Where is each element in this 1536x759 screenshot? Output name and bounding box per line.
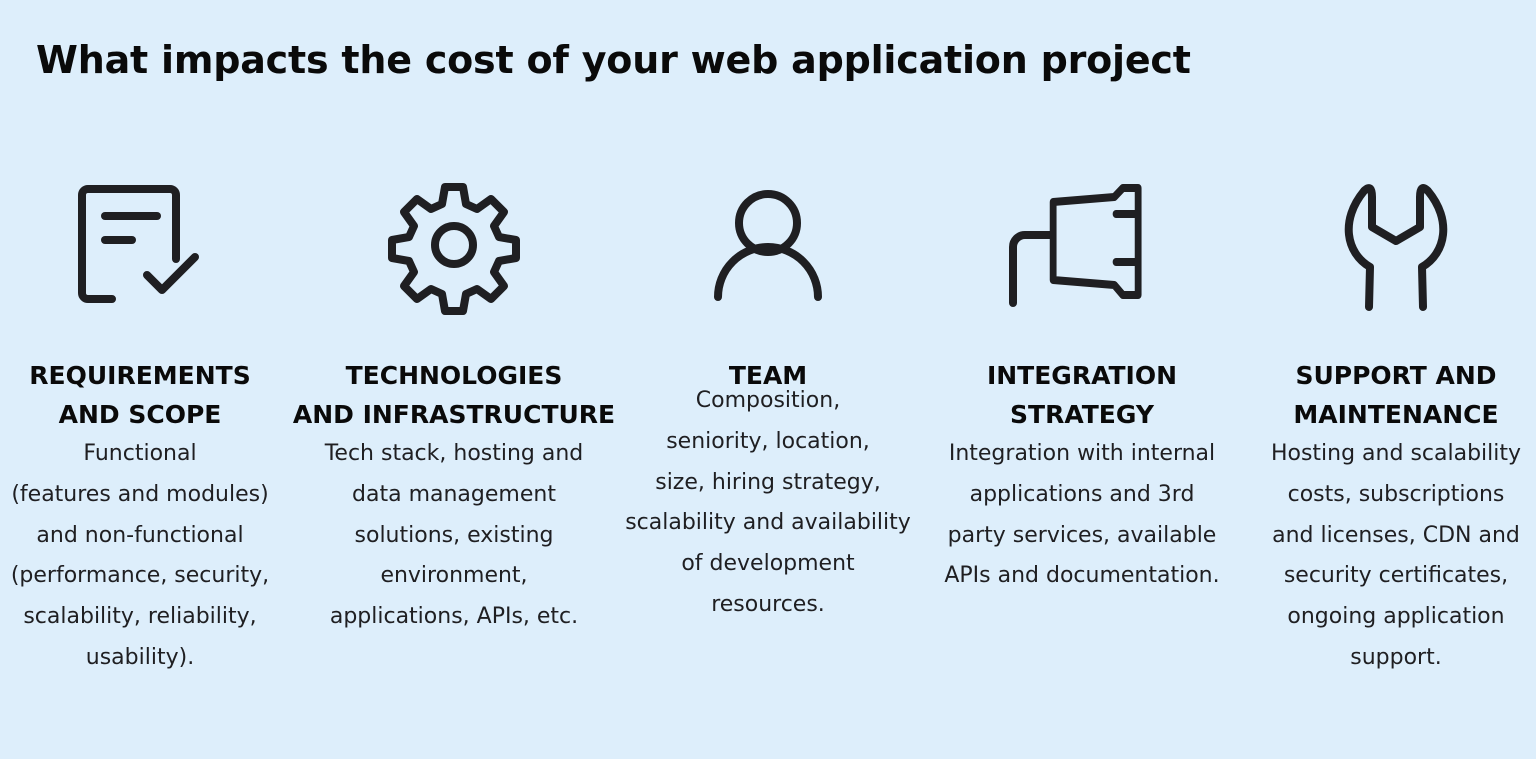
wrench-icon — [1326, 175, 1466, 315]
factor-technologies-and-infrastructure: TECHNOLOGIES AND INFRASTRUCTURE Tech sta… — [292, 356, 616, 638]
factor-description: Composition, seniority, location, size, … — [625, 388, 911, 617]
factor-description: Hosting and scalability costs, subscript… — [1270, 441, 1522, 670]
factor-description: Integration with internal applications a… — [944, 441, 1220, 589]
factor-requirements-and-scope: REQUIREMENTS AND SCOPE Functional (featu… — [0, 356, 280, 679]
factor-support-and-maintenance: SUPPORT AND MAINTENANCE Hosting and scal… — [1256, 356, 1536, 679]
factor-title: INTEGRATION STRATEGY — [986, 361, 1178, 429]
factor-title: REQUIREMENTS AND SCOPE — [29, 361, 251, 429]
page-title: What impacts the cost of your web applic… — [36, 38, 1191, 82]
factor-team: TEAM Composition, seniority, location, s… — [616, 356, 920, 626]
factor-description: Functional (features and modules) and no… — [10, 441, 270, 670]
factor-title: TECHNOLOGIES AND INFRASTRUCTURE — [292, 361, 616, 429]
plug-icon — [1005, 175, 1145, 315]
factor-title: TEAM — [728, 361, 808, 390]
gear-icon — [384, 175, 524, 315]
document-check-icon — [70, 175, 210, 315]
factor-title: SUPPORT AND MAINTENANCE — [1293, 361, 1499, 429]
user-icon — [698, 175, 838, 315]
factor-integration-strategy: INTEGRATION STRATEGY Integration with in… — [930, 356, 1234, 597]
factor-description: Tech stack, hosting and data management … — [324, 441, 584, 630]
